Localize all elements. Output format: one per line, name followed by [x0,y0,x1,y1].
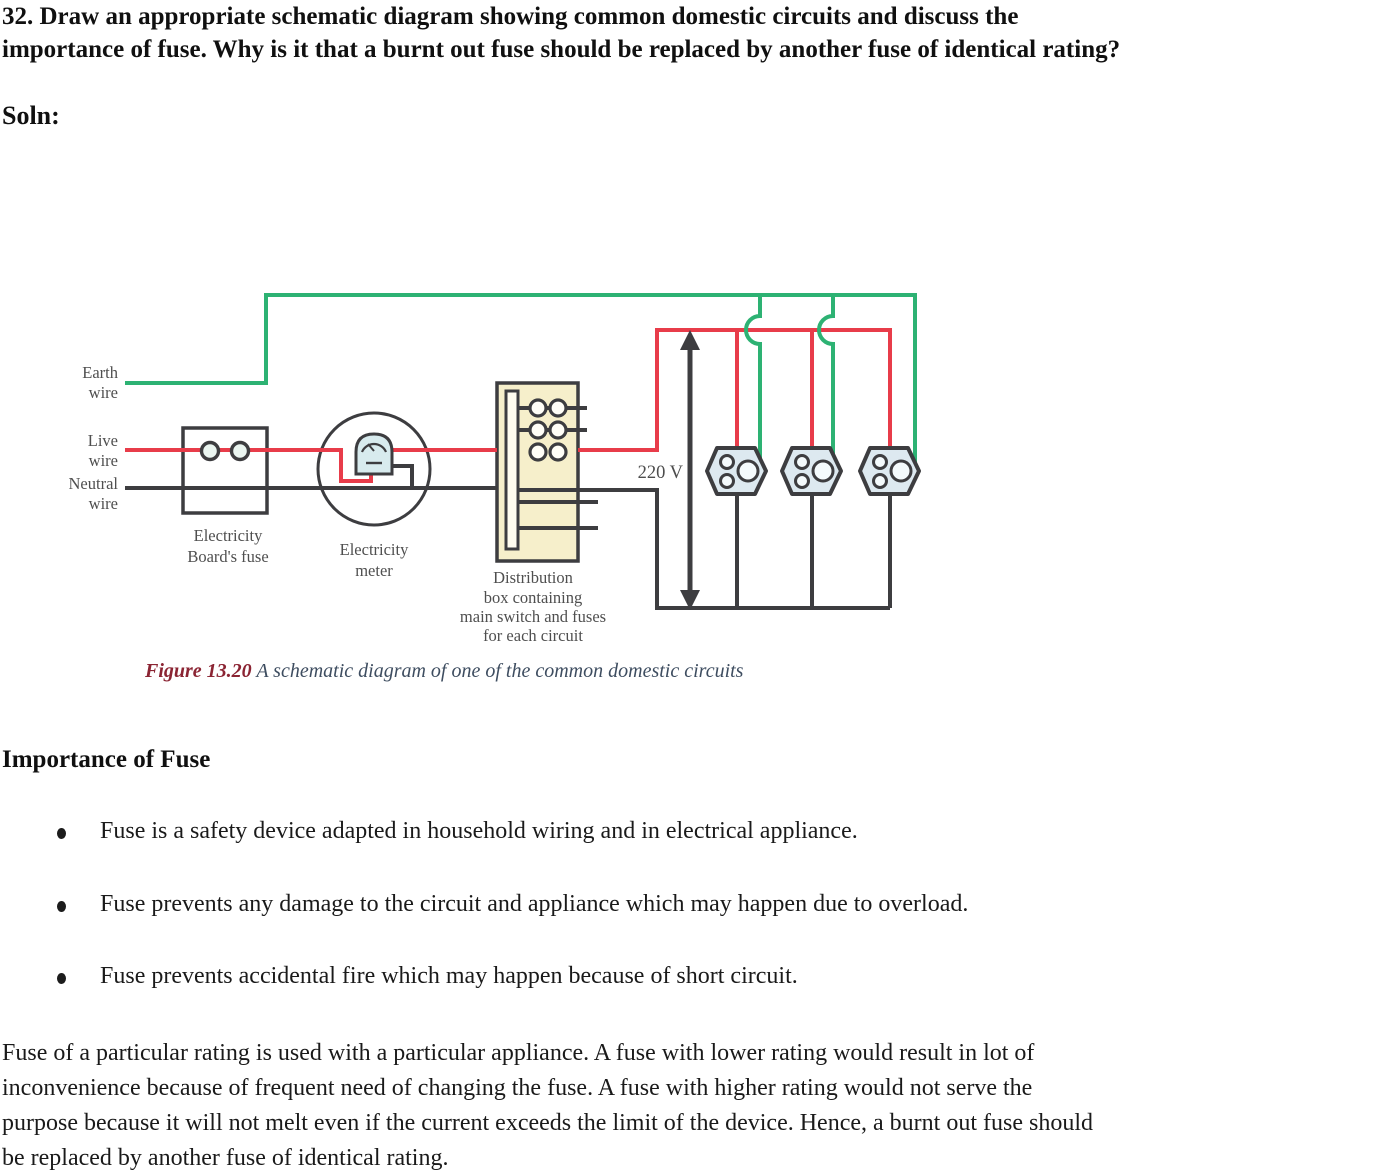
board-fuse-label: Electricity [194,526,263,545]
socket-pin-hole [719,473,735,489]
fuse-terminal [548,398,568,418]
conclusion-line: inconvenience because of frequent need o… [2,1075,1033,1101]
fuse-terminal [548,442,568,462]
main-switch-bar [504,389,520,551]
electricity-board-fuse-box [181,426,269,515]
question-line-1: 32. Draw an appropriate schematic diagra… [2,3,1019,30]
question-title: 32. Draw an appropriate schematic diagra… [2,0,1120,66]
meter-dial-needle [367,443,375,452]
figure-caption: Figure 13.20 A schematic diagram of one … [145,660,743,683]
fuse-terminal [528,420,548,440]
voltage-label: 220 V [638,463,684,483]
bullet-dot [57,901,66,912]
conclusion-line: Fuse of a particular rating is used with… [2,1040,1035,1066]
bullet-text: Fuse is a safety device adapted in house… [100,818,858,844]
distribution-box-label: main switch and fuses [460,607,606,626]
bullet-item: Fuse is a safety device adapted in house… [0,818,1380,850]
question-line-2: importance of fuse. Why is it that a bur… [2,36,1121,63]
bullet-text: Fuse prevents accidental fire which may … [100,963,798,989]
distribution-box-label: Distribution [493,568,573,587]
socket-pin-hole [794,454,810,470]
conclusion-paragraph: Fuse of a particular rating is used with… [2,1036,1093,1171]
distribution-box-label: for each circuit [483,626,583,645]
neutral-wire [125,486,890,610]
fuse-terminal [548,420,568,440]
socket-pin-hole [872,454,888,470]
socket-neutral-drops [735,492,892,608]
bullet-text: Fuse prevents any damage to the circuit … [100,891,969,917]
electricity-meter-body [354,432,394,476]
earth-wire-label: wire [89,383,118,402]
voltage-arrow [680,330,700,610]
socket-3 [858,446,921,496]
earth-wire-label: Earth [82,363,118,382]
socket-2 [780,446,843,496]
socket-pin-hole [794,473,810,489]
board-fuse-terminal-2 [229,440,251,462]
bullet-dot [57,828,66,839]
meter-label: Electricity [340,540,409,559]
fuse-terminal [528,398,548,418]
meter-dial-arc [360,442,388,453]
neutral-wire-label: Neutral [69,474,119,493]
socket-pin-hole [719,454,735,470]
earth-wire-branch-2 [817,295,835,472]
conclusion-line: purpose because it will not melt even if… [2,1110,1093,1136]
live-wire-label: Live [88,431,118,450]
socket-pin-hole [872,473,888,489]
live-wire-label: wire [89,451,118,470]
importance-heading: Importance of Fuse [2,746,211,773]
meter-case [354,432,394,476]
arrow-up-head [680,330,700,350]
distribution-box-label: box containing [484,588,583,607]
figure-number: Figure 13.20 [145,660,252,682]
meter-label: meter [355,561,393,580]
live-wire-distribution-rail [578,328,892,452]
solution-label: Soln: [2,101,60,130]
earth-wire-branch-1 [744,295,762,472]
circuit-diagram: Earth wire Live wire Neutral wire Electr… [69,293,921,645]
socket-earth-hole [889,459,913,483]
fuse-terminal [528,442,548,462]
board-fuse-label: Board's fuse [187,547,268,566]
board-fuse-terminal-1 [199,440,221,462]
figure-caption-text: A schematic diagram of one of the common… [251,660,744,682]
arrow-down-head [680,590,700,610]
bullet-dot [57,973,66,984]
meter-neutral-link [391,464,414,488]
live-wire-inlet [125,448,373,483]
bullet-item: Fuse prevents accidental fire which may … [0,963,1380,995]
socket-earth-hole [736,459,760,483]
conclusion-line: be replaced by another fuse of identical… [2,1145,449,1171]
socket-earth-hole [811,459,835,483]
distribution-fuse-terminals [528,398,568,462]
bullet-item: Fuse prevents any damage to the circuit … [0,891,1380,923]
socket-1 [705,446,768,496]
neutral-wire-label: wire [89,494,118,513]
